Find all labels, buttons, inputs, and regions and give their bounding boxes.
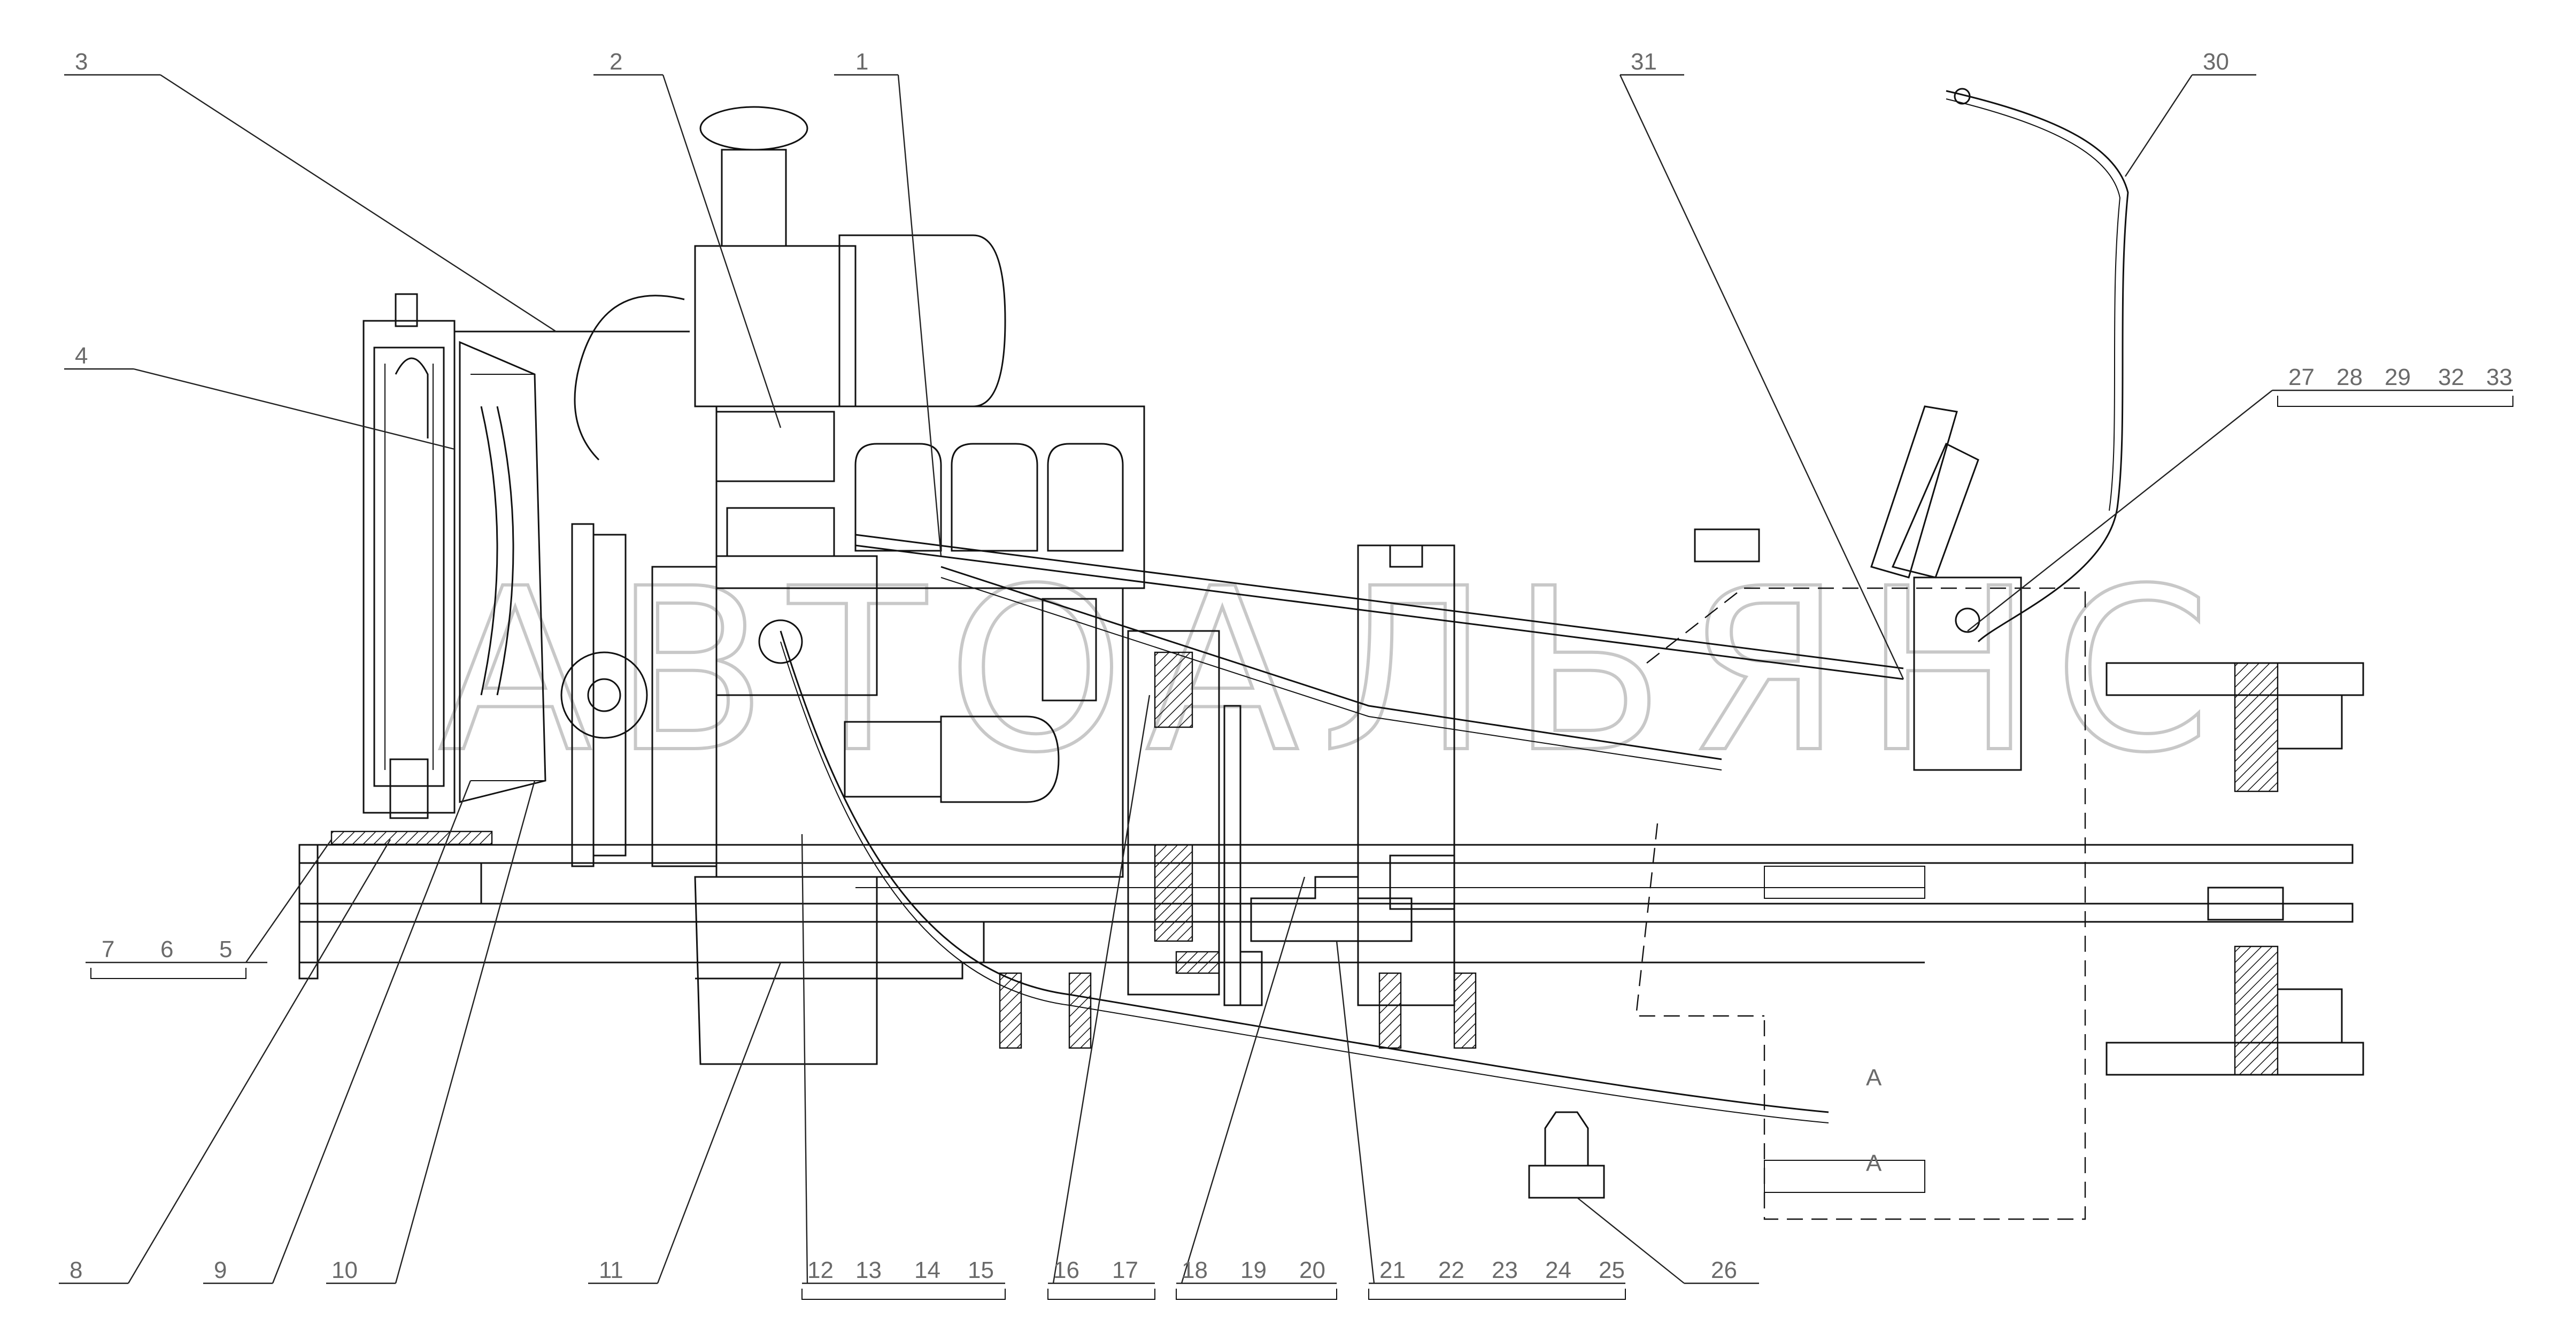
- callout-17: 17: [1112, 1257, 1138, 1283]
- cab-support: [1635, 587, 2086, 1220]
- callout-23: 23: [1492, 1257, 1518, 1283]
- watermark: АВТОАЛЬЯНС: [438, 541, 2232, 802]
- control-cables: [780, 534, 1904, 1123]
- callout-13: 13: [855, 1257, 882, 1283]
- leader-lines: [59, 74, 2513, 1284]
- callout-31: 31: [1631, 49, 1657, 75]
- callout-32: 32: [2438, 364, 2464, 390]
- callout-33: 33: [2486, 364, 2512, 390]
- callout-30: 30: [2203, 49, 2229, 75]
- section-mark: A: [1866, 1065, 1882, 1091]
- callout-10: 10: [331, 1257, 358, 1283]
- callout-12: 12: [807, 1257, 834, 1283]
- callout-27: 27: [2288, 364, 2315, 390]
- callout-8: 8: [70, 1257, 82, 1283]
- engine-block: [560, 405, 1145, 1065]
- callout-5: 5: [219, 936, 232, 962]
- callout-28: 28: [2336, 364, 2363, 390]
- callout-3: 3: [75, 49, 88, 75]
- callout-4: 4: [75, 343, 88, 369]
- radiator: [330, 293, 493, 845]
- fitting: [1528, 1111, 1605, 1199]
- callout-22: 22: [1438, 1257, 1464, 1283]
- callout-1: 1: [855, 49, 868, 75]
- rear-support: [2105, 662, 2364, 1076]
- callout-25: 25: [1599, 1257, 1625, 1283]
- callout-14: 14: [914, 1257, 940, 1283]
- flywheel-housing: [1127, 630, 1241, 1006]
- fan-shroud: [459, 341, 627, 867]
- callout-19: 19: [1240, 1257, 1267, 1283]
- callout-16: 16: [1053, 1257, 1079, 1283]
- callout-20: 20: [1299, 1257, 1325, 1283]
- callout-24: 24: [1545, 1257, 1571, 1283]
- callout-18: 18: [1182, 1257, 1208, 1283]
- callout-29: 29: [2385, 364, 2411, 390]
- callout-26: 26: [1711, 1257, 1737, 1283]
- callout-6: 6: [160, 936, 173, 962]
- crossmember: [999, 544, 1477, 1049]
- label-group-brackets: [90, 396, 2513, 1300]
- callout-15: 15: [968, 1257, 994, 1283]
- air-cleaner: [454, 106, 1006, 461]
- callout-7: 7: [102, 936, 114, 962]
- pedal-bracket: [1694, 405, 2022, 771]
- callout-11: 11: [599, 1257, 623, 1283]
- section-mark: A: [1866, 1150, 1882, 1176]
- chassis-frame: [298, 844, 2354, 980]
- callout-2: 2: [610, 49, 622, 75]
- callout-9: 9: [214, 1257, 227, 1283]
- callout-labels: 3 2 1 31 30 4 27 28 29 32 33 7 6 5 8 9 1…: [70, 49, 2512, 1283]
- callout-21: 21: [1379, 1257, 1406, 1283]
- throttle-cable: [1946, 88, 2129, 643]
